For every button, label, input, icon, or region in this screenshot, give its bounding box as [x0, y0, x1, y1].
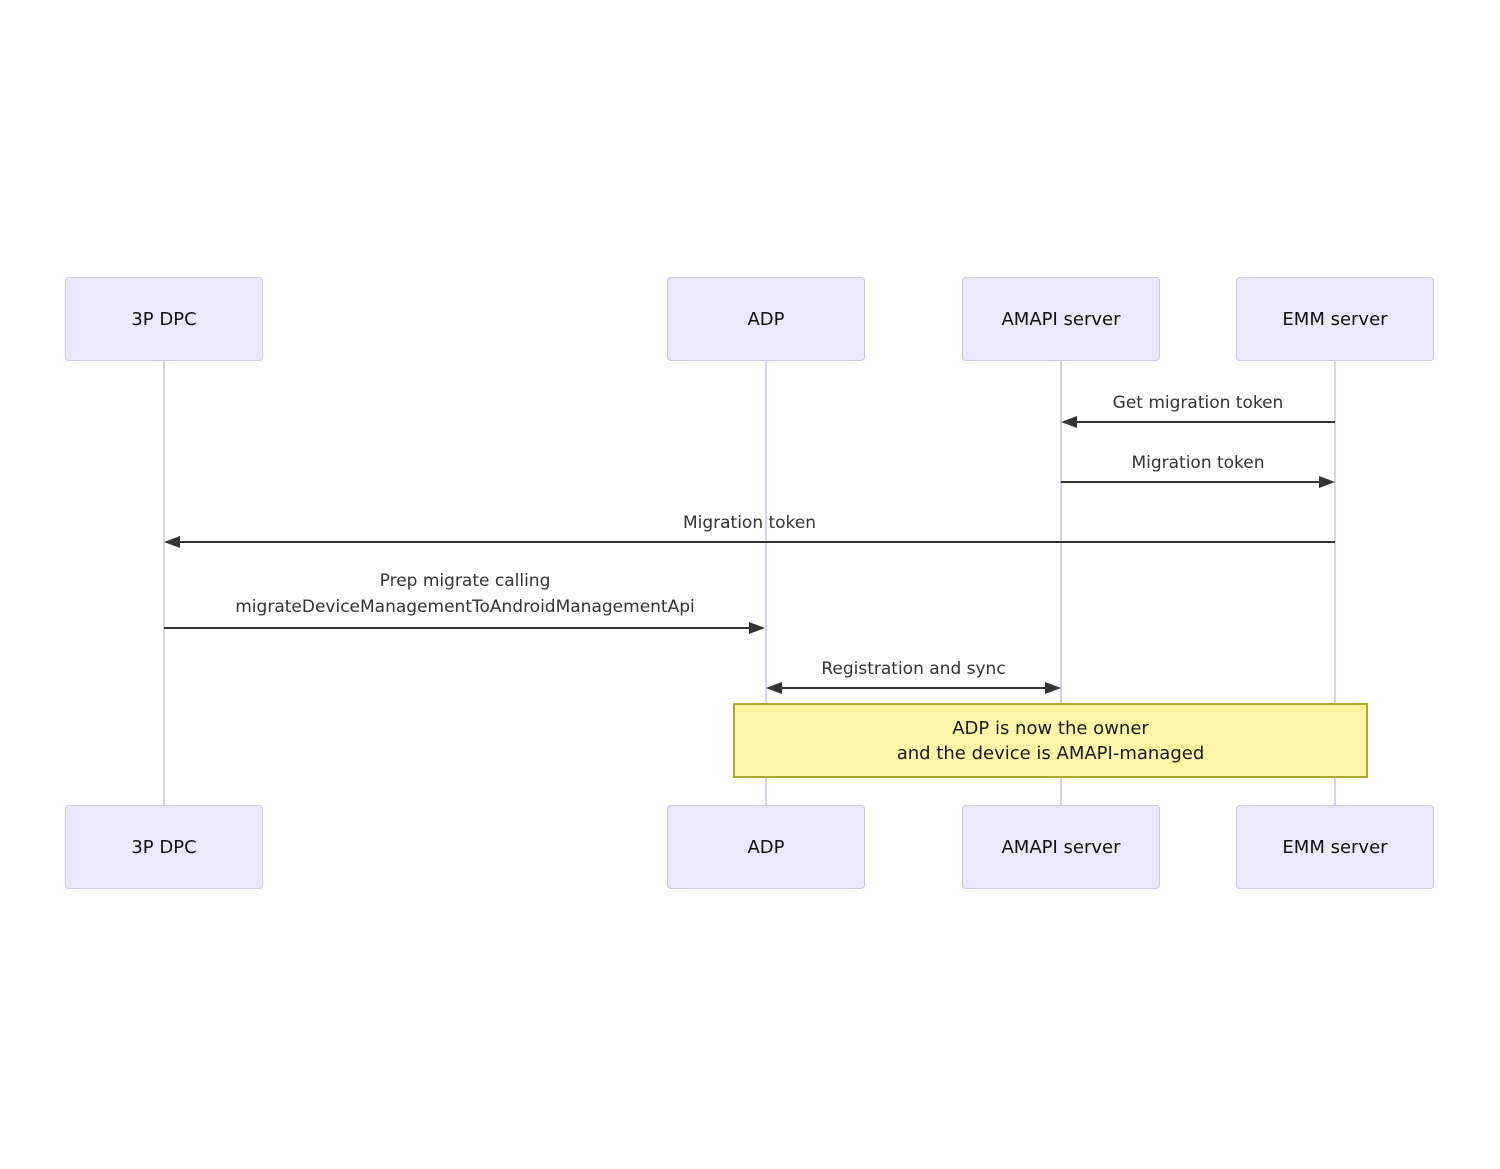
actor-box-3p-dpc-top: 3P DPC [65, 277, 263, 361]
arrowhead-left-icon [1061, 416, 1077, 428]
actor-box-amapi-server-top: AMAPI server [962, 277, 1160, 361]
arrowhead-left-icon [766, 682, 782, 694]
actor-box-adp-top: ADP [667, 277, 865, 361]
message-arrow-line [180, 541, 1335, 543]
arrowhead-right-icon [749, 622, 765, 634]
lifeline-emm-server [1334, 361, 1336, 805]
actor-label: ADP [747, 836, 785, 858]
actor-box-emm-server-top: EMM server [1236, 277, 1434, 361]
lifeline-amapi-server [1060, 361, 1062, 805]
message-label-registration-and-sync: Registration and sync [821, 659, 1006, 679]
actor-label: AMAPI server [1001, 836, 1121, 858]
actor-label: EMM server [1282, 308, 1388, 330]
actor-label: 3P DPC [131, 308, 197, 330]
actor-label: AMAPI server [1001, 308, 1121, 330]
note-line-2: and the device is AMAPI-managed [896, 742, 1205, 764]
actor-box-3p-dpc-bottom: 3P DPC [65, 805, 263, 889]
actor-box-amapi-server-bottom: AMAPI server [962, 805, 1160, 889]
message-arrow-line [1061, 481, 1319, 483]
message-label-migration-token: Migration token [1131, 453, 1265, 473]
lifeline-adp [765, 361, 767, 805]
actor-label: 3P DPC [131, 836, 197, 858]
message-arrow-line [1077, 421, 1335, 423]
message-label-prep-migrate: Prep migrate calling migrateDeviceManage… [164, 568, 766, 620]
actor-label: ADP [747, 308, 785, 330]
arrowhead-right-icon [1319, 476, 1335, 488]
message-label-line-2: migrateDeviceManagementToAndroidManageme… [235, 597, 695, 617]
lifeline-3p-dpc [163, 361, 165, 805]
actor-box-adp-bottom: ADP [667, 805, 865, 889]
note-line-1: ADP is now the owner [952, 717, 1149, 739]
message-label-line-1: Prep migrate calling [379, 571, 551, 591]
actor-label: EMM server [1282, 836, 1388, 858]
message-label-migration-token-long: Migration token [682, 513, 817, 533]
actor-box-emm-server-bottom: EMM server [1236, 805, 1434, 889]
arrowhead-right-icon [1045, 682, 1061, 694]
note-adp-owner: ADP is now the owner and the device is A… [733, 703, 1368, 778]
message-arrow-line [782, 687, 1045, 689]
arrowhead-left-icon [164, 536, 180, 548]
message-arrow-line [164, 627, 749, 629]
message-label-get-migration-token: Get migration token [1112, 393, 1284, 413]
